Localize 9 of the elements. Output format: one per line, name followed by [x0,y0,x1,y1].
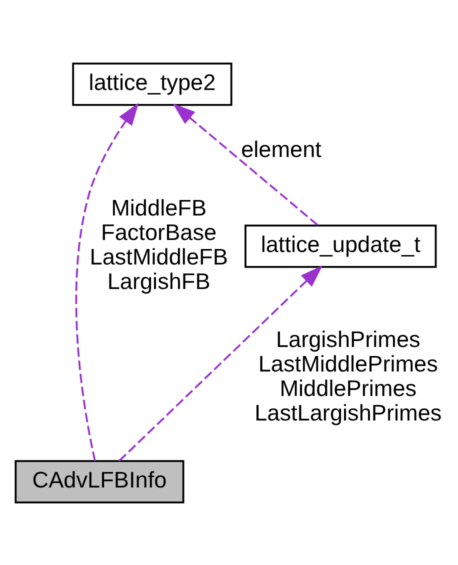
arrow [75,102,139,461]
arrow [172,102,318,226]
node-box: lattice_type2 [72,62,232,106]
arrow [118,264,323,462]
node-box: CAdvLFBInfo [14,460,184,503]
edge-label: LargishPrimes LastMiddlePrimes MiddlePrimes LastLargishPrimes [254,326,442,426]
edge-label: element [241,136,322,162]
node-box: lattice_update_t [244,224,437,268]
edge-label: MiddleFB FactorBase LastMiddleFB LargishFB [90,194,228,294]
